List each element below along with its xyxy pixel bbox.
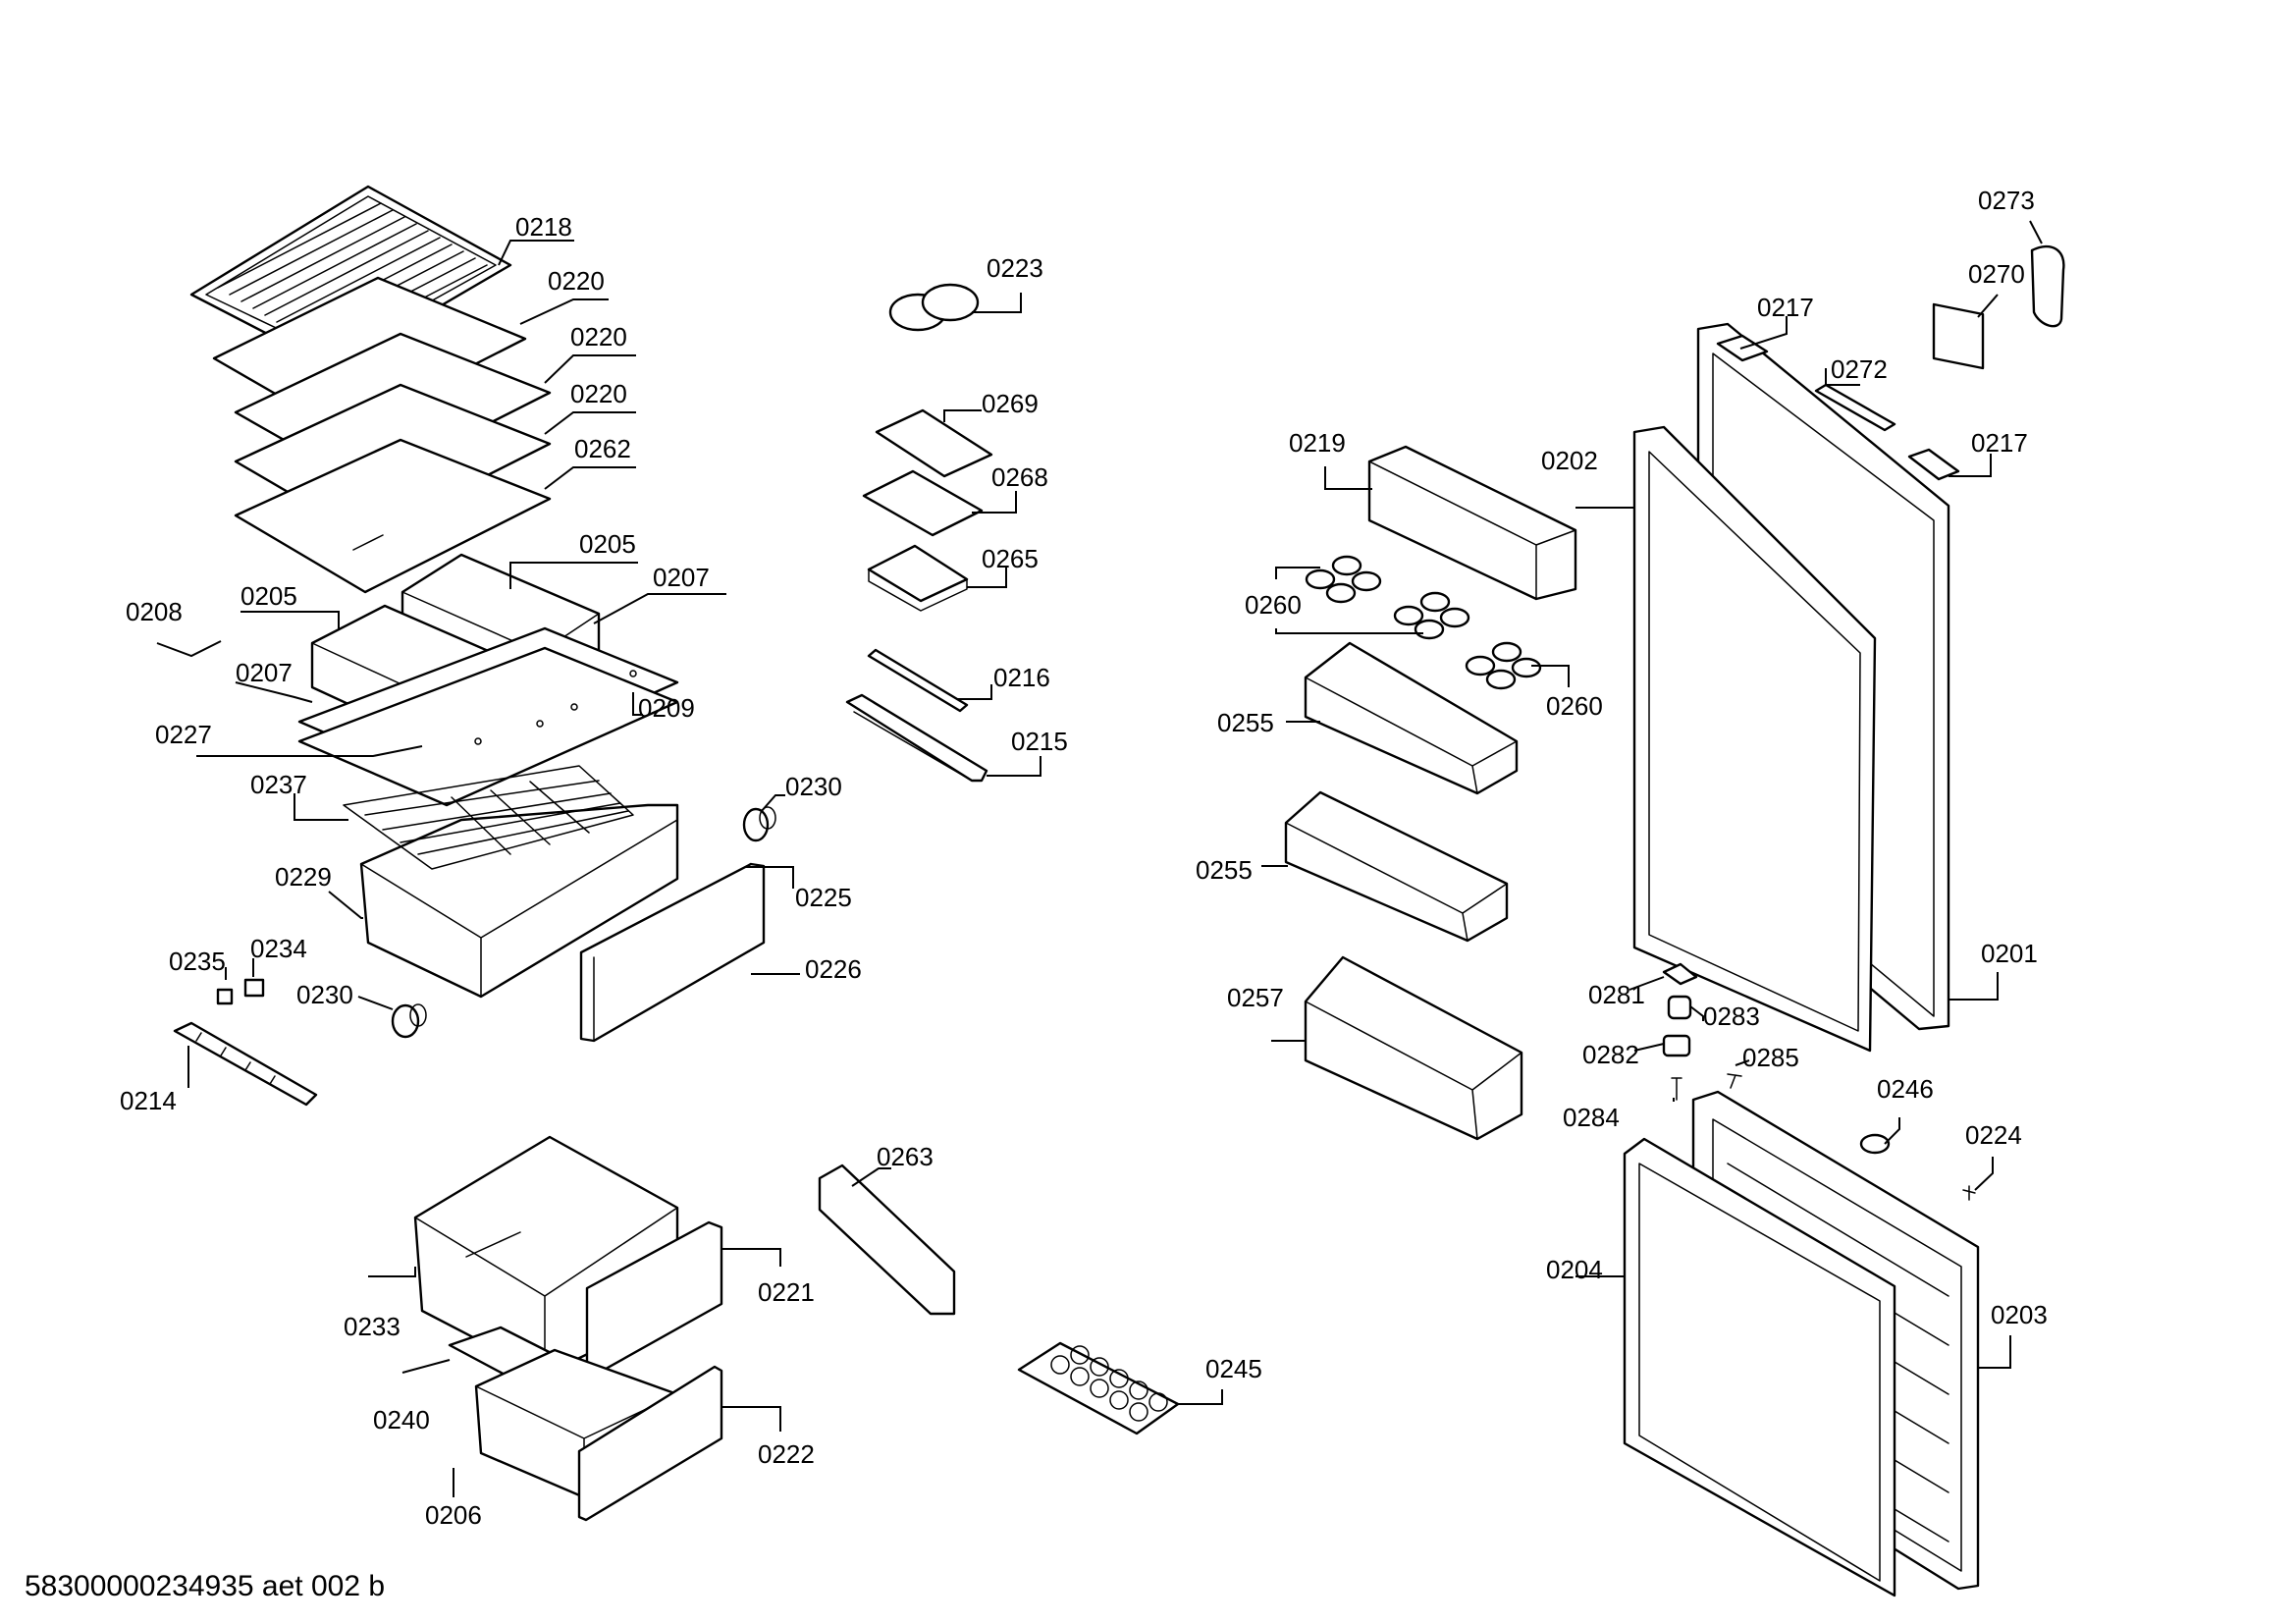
- rail-0216: [867, 648, 969, 713]
- label-0245: 0245: [1205, 1354, 1262, 1383]
- label-0255-upper: 0255: [1217, 708, 1274, 737]
- egg-tray-0260-2: [1393, 591, 1470, 640]
- hinge-0281: [1662, 962, 1698, 986]
- label-0219: 0219: [1289, 428, 1346, 458]
- egg-holder-0223: [888, 283, 980, 332]
- door-bin-0255-upper: [1304, 641, 1519, 795]
- hinge-0282: [1662, 1034, 1691, 1057]
- crisper-drawer-0229: [343, 765, 679, 999]
- label-0230-lower: 0230: [296, 980, 353, 1009]
- label-0216: 0216: [993, 663, 1050, 692]
- label-0217-right: 0217: [1971, 428, 2028, 458]
- door-shelf-0219: [1367, 445, 1577, 601]
- label-0204: 0204: [1546, 1255, 1603, 1284]
- door-gasket-0202: [1632, 425, 1877, 1053]
- label-0273: 0273: [1978, 186, 2035, 215]
- label-0206: 0206: [425, 1500, 482, 1530]
- label-0255-lower: 0255: [1196, 855, 1253, 885]
- tray-0269: [875, 408, 993, 478]
- label-0237: 0237: [250, 770, 307, 799]
- part-0246: [1859, 1133, 1891, 1155]
- label-0283: 0283: [1703, 1001, 1760, 1031]
- label-0285: 0285: [1742, 1043, 1799, 1072]
- label-0221: 0221: [758, 1277, 815, 1307]
- label-0257: 0257: [1227, 983, 1284, 1012]
- tray-0265: [867, 544, 969, 612]
- rail-0214: [173, 1021, 318, 1107]
- label-0207-left: 0207: [236, 658, 293, 687]
- callouts: 0218 0220 0220 0220 0262 0205 0207 0205 …: [120, 186, 2048, 1530]
- label-0235: 0235: [169, 947, 226, 976]
- label-0220-3: 0220: [570, 379, 627, 408]
- knob-0230-upper: [742, 806, 776, 842]
- drawing-number: 58300000234935 aet 002 b: [25, 1570, 385, 1602]
- label-0246: 0246: [1877, 1074, 1934, 1104]
- door-gasket-0204: [1623, 1137, 1896, 1597]
- label-0220-2: 0220: [570, 322, 627, 352]
- label-0215: 0215: [1011, 727, 1068, 756]
- screw-0284: [1671, 1077, 1682, 1101]
- door-bin-0255-lower: [1284, 790, 1509, 943]
- label-0227: 0227: [155, 720, 212, 749]
- label-0265: 0265: [982, 544, 1039, 573]
- part-0224: [1962, 1185, 1976, 1201]
- label-0269: 0269: [982, 389, 1039, 418]
- label-0201: 0201: [1981, 939, 2038, 968]
- label-0205-left: 0205: [240, 581, 297, 611]
- freezer-drawer-0233: [413, 1135, 723, 1377]
- door-bin-0257: [1304, 955, 1523, 1141]
- label-0207-right: 0207: [653, 563, 710, 592]
- hinge-0283: [1667, 995, 1692, 1020]
- label-0263: 0263: [877, 1142, 934, 1171]
- label-0226: 0226: [805, 954, 862, 984]
- egg-tray-0260-3: [1465, 641, 1542, 690]
- label-0203: 0203: [1991, 1300, 2048, 1329]
- label-0272: 0272: [1831, 354, 1888, 384]
- label-0260-right: 0260: [1546, 691, 1603, 721]
- label-0208: 0208: [126, 597, 183, 626]
- display-0270: [1932, 302, 1985, 370]
- egg-tray-0260-1: [1305, 555, 1382, 604]
- drawer-front-0226: [579, 862, 766, 1043]
- label-0223: 0223: [987, 253, 1043, 283]
- label-0202: 0202: [1541, 446, 1598, 475]
- label-0240: 0240: [373, 1405, 430, 1435]
- label-0229: 0229: [275, 862, 332, 892]
- label-0284: 0284: [1563, 1103, 1620, 1132]
- label-0220-1: 0220: [548, 266, 605, 296]
- label-0224: 0224: [1965, 1120, 2022, 1150]
- ice-tray-0245: [1017, 1341, 1180, 1435]
- clip-0234: [243, 978, 265, 998]
- label-0260-left: 0260: [1245, 590, 1302, 620]
- cover-0273: [2030, 244, 2065, 328]
- freezer-drawer-0206: [474, 1348, 723, 1522]
- label-0262: 0262: [574, 434, 631, 463]
- label-0218: 0218: [515, 212, 572, 242]
- handle-0272: [1814, 383, 1896, 432]
- label-0230-upper: 0230: [785, 772, 842, 801]
- label-0217-left: 0217: [1757, 293, 1814, 322]
- hinge-cover-0217-right: [1907, 448, 1960, 481]
- label-0214: 0214: [120, 1086, 177, 1115]
- label-0268: 0268: [991, 462, 1048, 492]
- glass-plate-0263: [818, 1164, 956, 1316]
- label-0205-right: 0205: [579, 529, 636, 559]
- rail-0215: [845, 693, 988, 783]
- screw-0285: [1727, 1073, 1742, 1089]
- label-0209: 0209: [638, 693, 695, 723]
- knob-0230-lower: [391, 1003, 427, 1039]
- glass-shelf-0262: [234, 438, 552, 594]
- label-0234: 0234: [250, 934, 307, 963]
- cover-0268: [862, 469, 984, 537]
- label-0270: 0270: [1968, 259, 2025, 289]
- label-0281: 0281: [1588, 980, 1645, 1009]
- label-0282: 0282: [1582, 1040, 1639, 1069]
- drawer-support-plate: [297, 626, 679, 807]
- label-0225: 0225: [795, 883, 852, 912]
- label-0222: 0222: [758, 1439, 815, 1469]
- clip-0235: [216, 988, 234, 1005]
- label-0233: 0233: [344, 1312, 400, 1341]
